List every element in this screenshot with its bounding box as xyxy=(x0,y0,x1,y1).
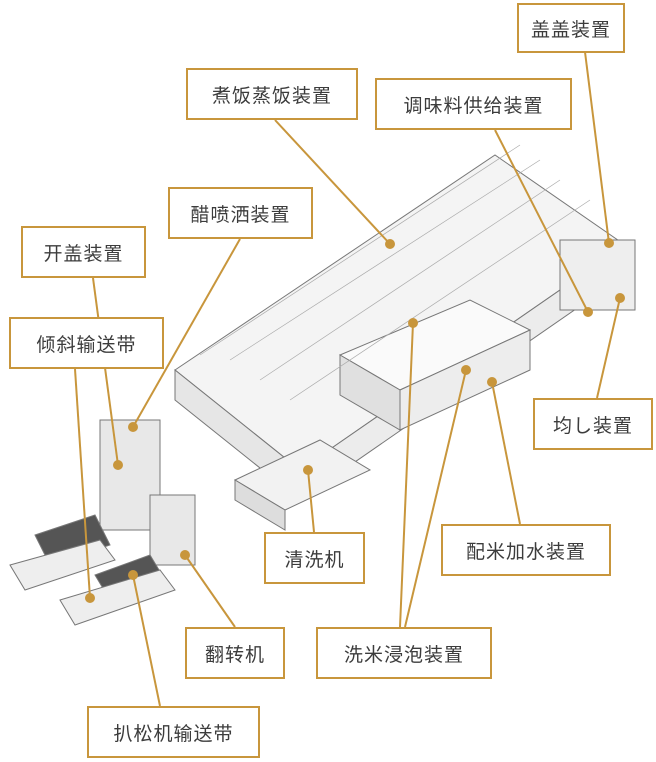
label-rice-cooking-steaming: 煮饭蒸饭装置 xyxy=(186,68,358,120)
label-lid-opening: 开盖装置 xyxy=(21,226,146,278)
label-vinegar-spraying: 醋喷洒装置 xyxy=(168,187,313,239)
label-lid-closing: 盖盖装置 xyxy=(517,3,625,53)
label-loosening-conveyor: 扒松机输送带 xyxy=(87,706,260,758)
label-rice-dispensing-water-adding: 配米加水装置 xyxy=(441,524,611,576)
label-turnover-machine: 翻转机 xyxy=(185,627,285,679)
leader-lines xyxy=(74,51,621,707)
label-leveling: 均し装置 xyxy=(533,398,653,450)
leader-dots xyxy=(85,238,625,603)
label-seasoning-supply: 调味料供给装置 xyxy=(375,78,572,130)
label-inclined-conveyor: 倾斜输送带 xyxy=(9,317,164,369)
label-rice-washing-soaking: 洗米浸泡装置 xyxy=(316,627,492,679)
label-washer: 清洗机 xyxy=(264,532,365,584)
